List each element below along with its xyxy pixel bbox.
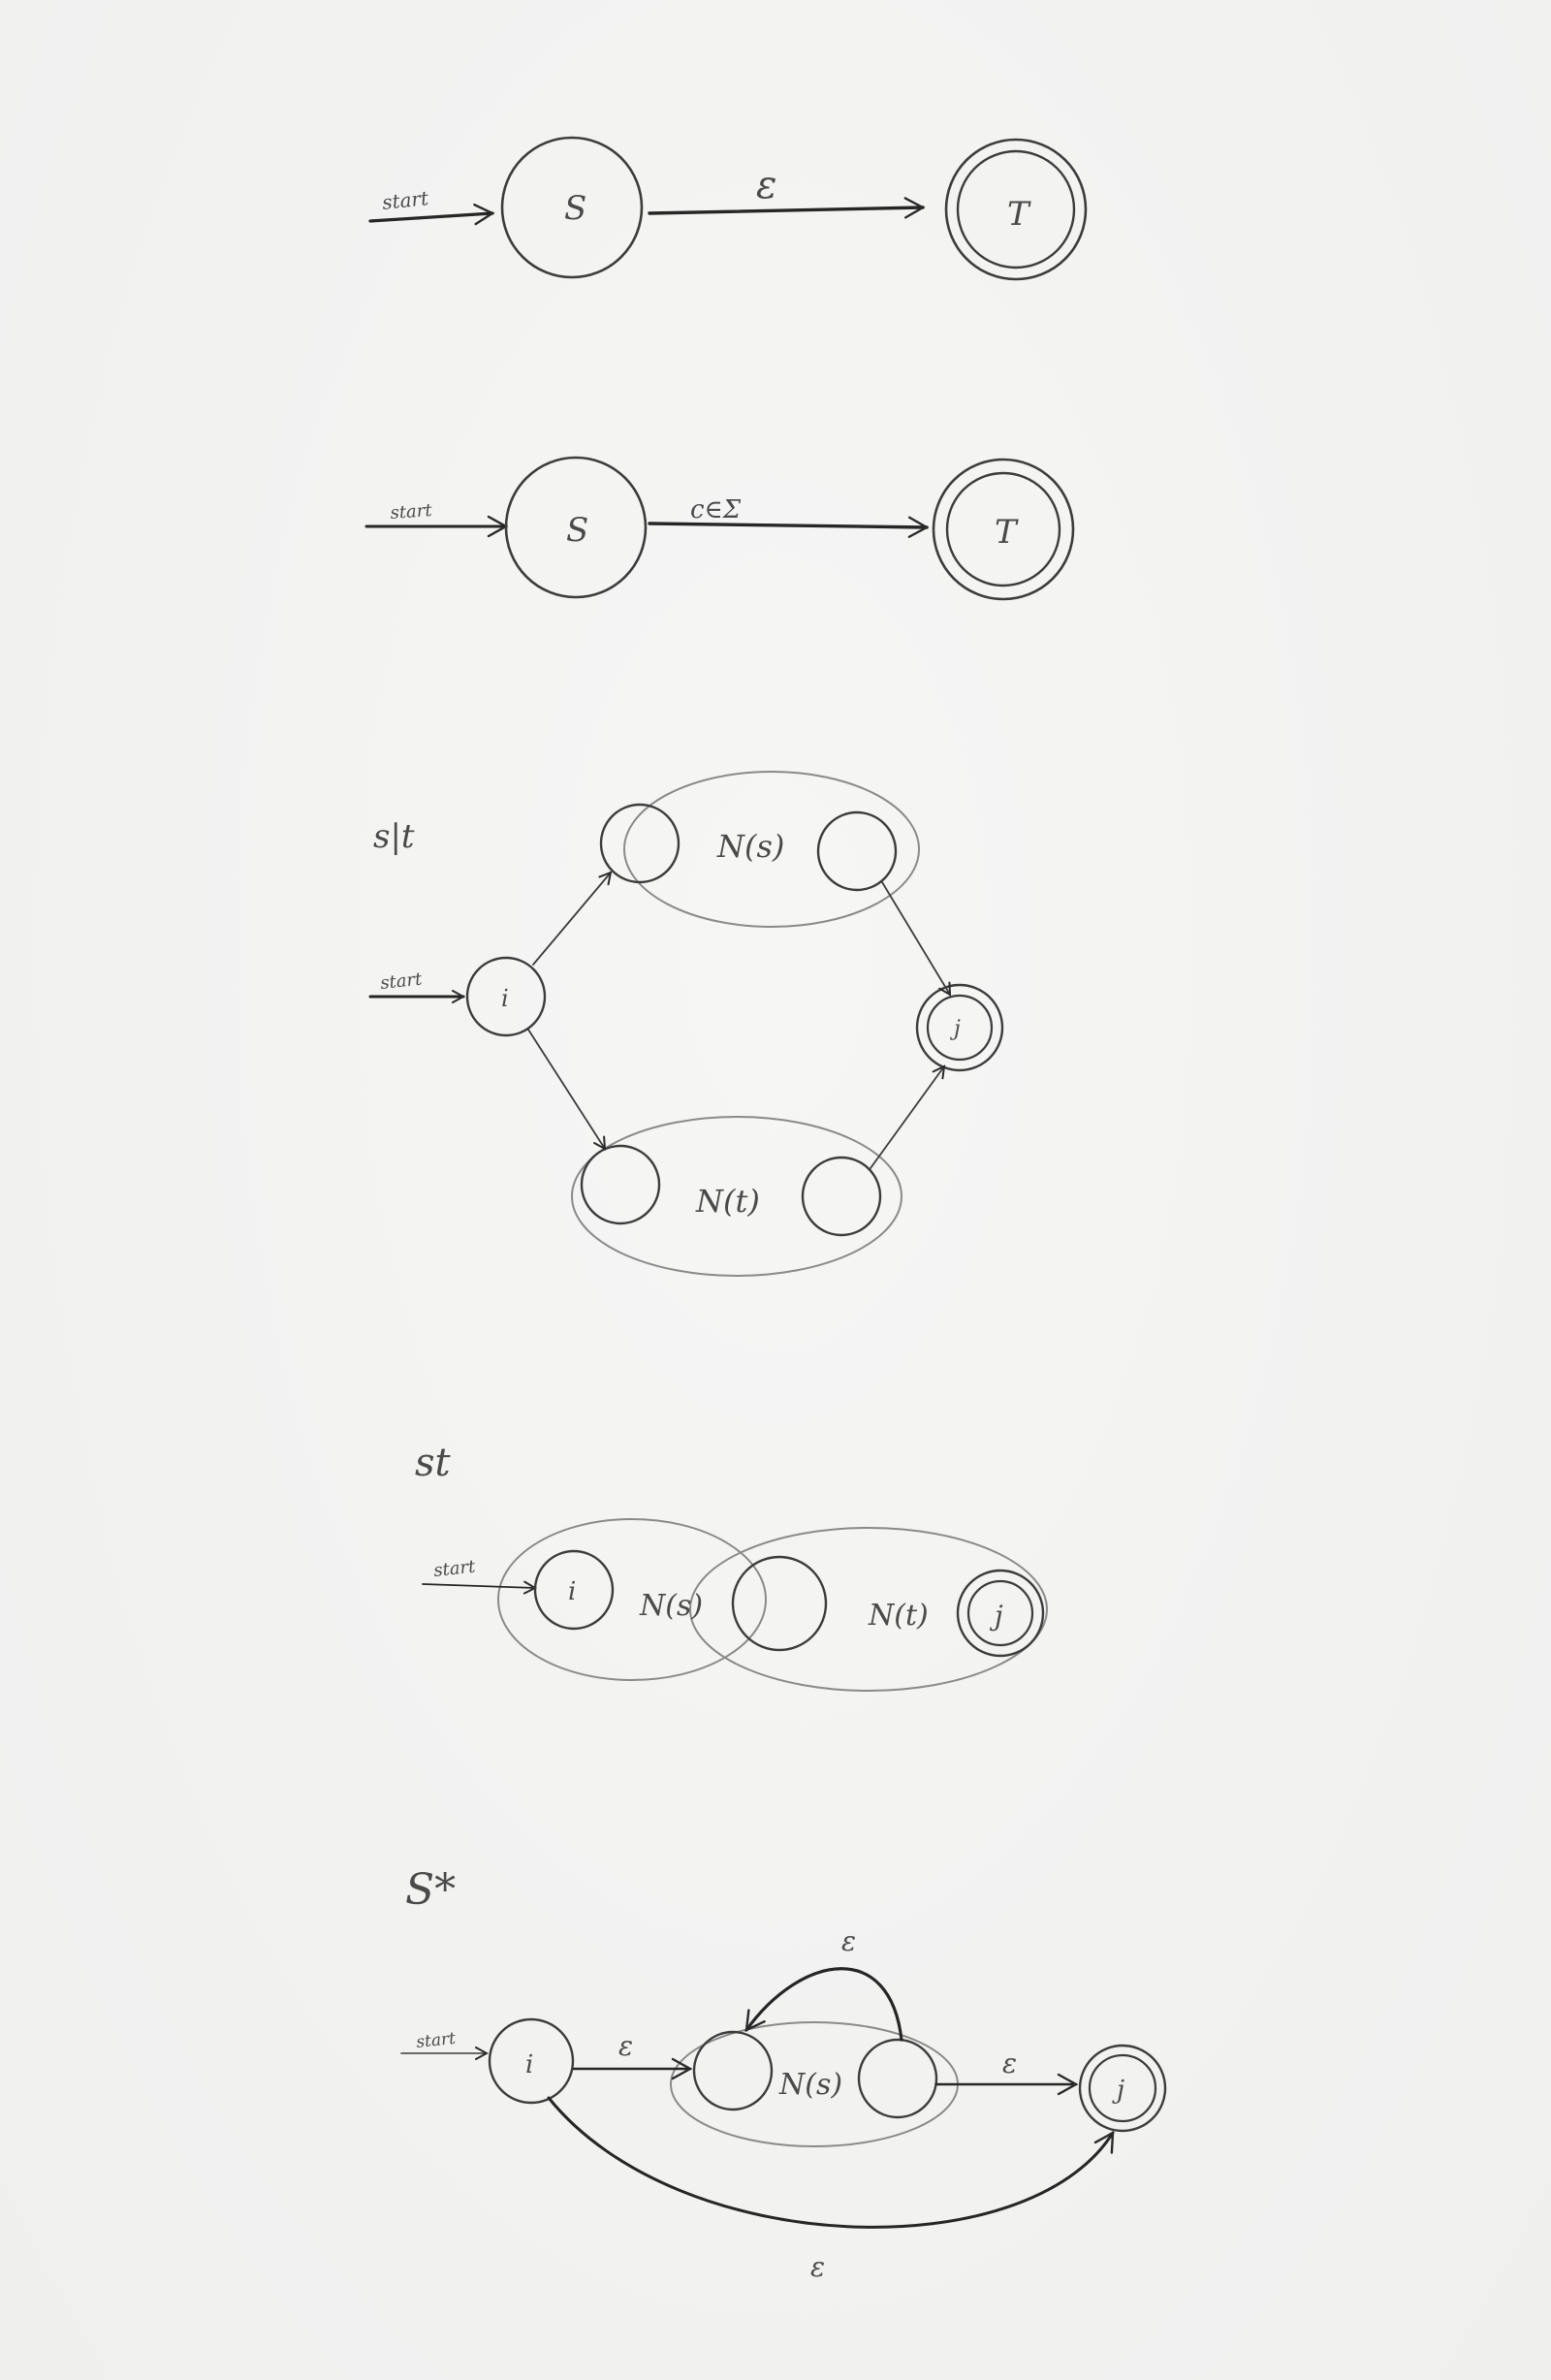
state-final-inner <box>945 471 1061 587</box>
state-final-inner <box>966 1579 1034 1647</box>
edge-top-to-j <box>881 881 950 995</box>
state-final-inner <box>1088 2053 1157 2123</box>
concat-title: st <box>415 1441 452 1485</box>
state-final-inner <box>926 994 994 1062</box>
state-start-label: i <box>568 1577 576 1606</box>
edge-i-to-bottom <box>527 1029 605 1149</box>
state-final-outer <box>915 983 1004 1072</box>
state-final-inner <box>956 149 1076 270</box>
eps-bypass-edge <box>547 2096 1115 2229</box>
state-start <box>533 1549 615 1631</box>
subautomaton-right <box>689 1527 1048 1692</box>
state-final-outer <box>956 1569 1045 1658</box>
diagram-star: S* start i ε N(s) ε ε j ε <box>400 1865 1167 2283</box>
state-final-label: j <box>1112 2076 1124 2105</box>
state-start <box>465 956 547 1037</box>
state-start-label: S <box>566 511 588 550</box>
sub-bottom-label: N(t) <box>695 1183 760 1220</box>
start-label: start <box>432 1557 477 1581</box>
shared-middle-state <box>731 1555 828 1652</box>
state-final-outer <box>1078 2044 1167 2133</box>
start-label: start <box>379 969 424 994</box>
eps-loop-edge <box>744 1967 903 2042</box>
edge-bottom-to-j <box>870 1066 944 1169</box>
subautomaton-bottom <box>571 1116 902 1277</box>
diagram-symbol: start S c∈Σ T <box>364 456 1075 601</box>
sub-label: N(s) <box>778 2068 842 2102</box>
edge-i-to-top <box>532 873 611 966</box>
state-start-label: S <box>564 189 586 228</box>
sub-bottom-start-state <box>580 1144 661 1225</box>
state-start <box>488 2017 575 2105</box>
sub-bottom-final-state <box>801 1156 882 1237</box>
eps-bypass-label: ε <box>810 2251 825 2283</box>
sub-left-label: N(s) <box>639 1589 703 1623</box>
start-label: start <box>381 186 430 214</box>
state-final-outer <box>944 138 1088 281</box>
sub-final-state <box>857 2038 938 2119</box>
diagram-union: s|t N(s) N(t) start i j <box>368 771 1004 1277</box>
state-final-label: j <box>989 1600 1003 1632</box>
start-label: start <box>415 2029 457 2052</box>
eps-in-label: ε <box>618 2030 633 2062</box>
diagram-epsilon: start S ε T <box>368 136 1088 281</box>
start-arrow <box>422 1584 535 1588</box>
state-final-label: T <box>995 513 1019 552</box>
sub-right-label: N(t) <box>868 1599 929 1633</box>
sub-top-start-state <box>599 803 681 884</box>
state-final-outer <box>932 458 1075 601</box>
state-start-label: i <box>525 2050 533 2079</box>
state-final-label: j <box>949 1017 961 1041</box>
state-start-label: i <box>501 985 509 1012</box>
sub-start-state <box>692 2030 774 2111</box>
eps-out-label: ε <box>1002 2047 1017 2079</box>
start-arrow <box>368 203 495 226</box>
diagram-concat: st start i N(s) N(t) j <box>415 1441 1048 1692</box>
star-title: S* <box>405 1865 456 1915</box>
eps-loop-label: ε <box>841 1925 856 1957</box>
symbol-edge-label: c∈Σ <box>690 495 742 524</box>
union-title: s|t <box>373 817 415 856</box>
sub-top-final-state <box>816 810 898 892</box>
state-start <box>500 136 644 279</box>
symbol-edge <box>648 516 930 538</box>
sub-top-label: N(s) <box>716 828 784 865</box>
subautomaton-top <box>623 771 920 928</box>
epsilon-edge-label: ε <box>756 163 776 207</box>
state-start <box>504 456 648 599</box>
start-label: start <box>390 500 433 524</box>
subautomaton-left <box>497 1518 767 1681</box>
epsilon-edge <box>648 197 926 219</box>
state-final-label: T <box>1007 195 1031 234</box>
